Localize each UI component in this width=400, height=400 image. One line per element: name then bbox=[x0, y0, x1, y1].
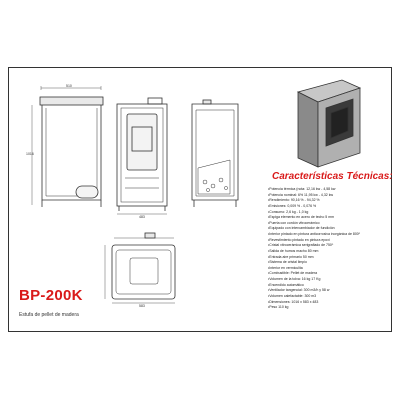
spec-item: Emisiones: 0,009 % - 0,076 % bbox=[268, 204, 360, 210]
side-width-dimension: 510 bbox=[66, 84, 72, 88]
spec-item: Interior en vermiculita bbox=[268, 266, 360, 272]
top-view-drawing bbox=[104, 232, 176, 304]
spec-item: Dimensiones: 1016 x 583 x 483 bbox=[268, 300, 360, 306]
spec-item: Ventilador tangencial: 300 m3/h y 58 w bbox=[268, 288, 360, 294]
section-view-drawing bbox=[191, 99, 239, 207]
spec-item: Consumo: 2,6 kg - 1,0 kg bbox=[268, 210, 360, 216]
spec-item: Interior pintado en pintura anticorrosiv… bbox=[268, 232, 360, 238]
spec-item: Potencia nominal: 6% 11,95 kw - 4,32 kw bbox=[268, 193, 360, 199]
spec-item: Volumen calefactable: 300 m3 bbox=[268, 294, 360, 300]
model-title: BP-200K bbox=[19, 287, 83, 304]
spec-item: Cristal vitrocerámica serigrafiado de 75… bbox=[268, 243, 360, 249]
spec-item: Entrada aire primario 50 mm bbox=[268, 255, 360, 261]
spec-item: Encendido automático bbox=[268, 283, 360, 289]
spec-item: Combustible: Pellet de madera bbox=[268, 271, 360, 277]
spec-item: Puerta con cordón vitrocerámico bbox=[268, 221, 360, 227]
spec-item: Equipado con intercambiador de fundición bbox=[268, 226, 360, 232]
spec-item: Espiga elemento en acero de techo 5 mm bbox=[268, 215, 360, 221]
product-subtitle: Estufa de pellet de madera bbox=[19, 312, 79, 318]
side-view-drawing bbox=[31, 86, 104, 207]
spec-item: Revestimiento pintado en pintura epoxi bbox=[268, 238, 360, 244]
specs-heading: Características Técnicas: bbox=[272, 171, 393, 182]
spec-item: Rendimiento: 90,16 % - 94,32 % bbox=[268, 198, 360, 204]
side-height-dimension: 1016 bbox=[26, 152, 34, 156]
spec-item: Potencia térmica (nota: 12,16 kw - 4,58 … bbox=[268, 187, 360, 193]
specs-list: Potencia térmica (nota: 12,16 kw - 4,58 … bbox=[268, 187, 360, 311]
front-width-dimension: 483 bbox=[139, 215, 145, 219]
front-view-drawing bbox=[116, 97, 168, 215]
product-3d-view bbox=[296, 79, 362, 168]
spec-item: Salida de humos macho 80 mm bbox=[268, 249, 360, 255]
spec-item: Volumen de la tolva: 16 kg 17 Kg bbox=[268, 277, 360, 283]
spec-item: Peso 110 kg bbox=[268, 305, 360, 311]
top-depth-dimension: 583 bbox=[139, 304, 145, 308]
spec-item: Sistema de cristal limpio bbox=[268, 260, 360, 266]
